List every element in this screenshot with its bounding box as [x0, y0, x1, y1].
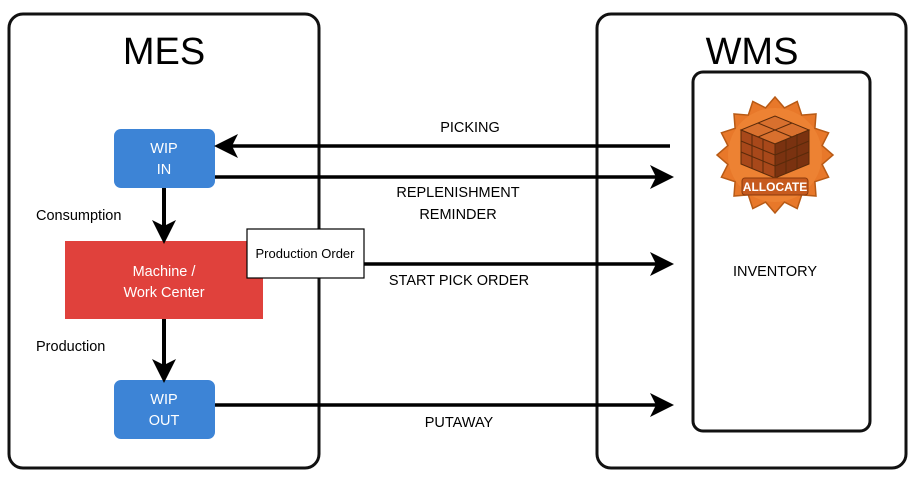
allocate-label: ALLOCATE — [743, 180, 807, 194]
inventory-label: INVENTORY — [733, 264, 817, 280]
pallet-boxes-icon — [739, 115, 811, 179]
picking-label: PICKING — [440, 120, 500, 136]
production-label: Production — [36, 339, 105, 355]
production-order-box — [246, 228, 365, 279]
machine-line1: Machine / — [133, 264, 197, 280]
mes-title: MES — [123, 31, 205, 73]
replenishment-label-line2: REMINDER — [419, 207, 496, 223]
wip-in-box — [114, 129, 215, 188]
wip-in-line1: WIP — [150, 141, 177, 157]
wip-out-line2: OUT — [149, 413, 180, 429]
wip-out-line1: WIP — [150, 392, 177, 408]
allocate-icon: ALLOCATE — [715, 95, 835, 215]
wip-in-line2: IN — [157, 162, 172, 178]
replenishment-label-line1: REPLENISHMENT — [396, 185, 519, 201]
machine-line2: Work Center — [123, 285, 204, 301]
consumption-label: Consumption — [36, 208, 121, 224]
wip-out-box — [114, 380, 215, 439]
wms-title: WMS — [706, 31, 799, 73]
start-pick-order-label: START PICK ORDER — [389, 273, 529, 289]
production-order-label: Production Order — [256, 246, 356, 261]
putaway-label: PUTAWAY — [425, 415, 494, 431]
machine-box — [65, 241, 263, 319]
